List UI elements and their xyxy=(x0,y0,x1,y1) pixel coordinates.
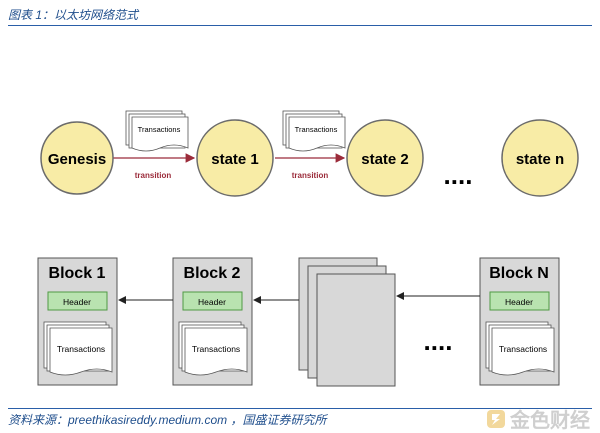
block-n-transactions-label: Transactions xyxy=(499,344,547,354)
block-2: Block 2 Header Transactions xyxy=(172,257,253,386)
block-n-header-label: Header xyxy=(505,297,533,307)
state-node-genesis: Genesis xyxy=(40,121,114,195)
state-label-1: state 1 xyxy=(211,151,259,168)
transactions-label-2: Transactions xyxy=(295,125,338,134)
block-1-transactions-label: Transactions xyxy=(57,344,105,354)
transactions-stack-2: Transactions xyxy=(282,110,346,152)
block-2-header xyxy=(182,291,243,311)
watermark-logo-icon xyxy=(487,409,505,428)
block-1: Block 1 Header Transactions xyxy=(37,257,118,386)
intermediate-blocks-stack xyxy=(298,257,396,387)
block-1-header xyxy=(47,291,108,311)
state-label-2: state 2 xyxy=(361,151,409,168)
block-ellipsis: .... xyxy=(424,326,453,356)
figure-caption: 图表 1：以太坊网络范式 xyxy=(8,8,139,22)
state-ellipsis: .... xyxy=(444,160,473,190)
watermark: 金色财经 xyxy=(486,404,590,433)
bottom-rule xyxy=(8,408,592,409)
watermark-text: 金色财经 xyxy=(510,410,590,432)
state-label-n: state n xyxy=(516,151,564,168)
transition-label-1: transition xyxy=(135,171,172,180)
block-n-header xyxy=(489,291,550,311)
block-2-transactions-label: Transactions xyxy=(192,344,240,354)
block-1-header-label: Header xyxy=(63,297,91,307)
block-1-title: Block 1 xyxy=(49,265,106,282)
state-node-n: state n xyxy=(501,119,579,197)
block-n: Block N Header Transactions xyxy=(479,257,560,386)
block-2-transactions: Transactions xyxy=(178,321,248,376)
state-node-1: state 1 xyxy=(196,119,274,197)
transition-label-2: transition xyxy=(292,171,329,180)
block-n-title: Block N xyxy=(489,265,549,282)
top-rule xyxy=(8,25,592,26)
block-1-transactions: Transactions xyxy=(43,321,113,376)
state-label-genesis: Genesis xyxy=(48,151,106,168)
source-note: 资料来源：preethikasireddy.medium.com ，国盛证券研究… xyxy=(8,413,327,427)
block-2-title: Block 2 xyxy=(184,265,241,282)
transactions-label-1: Transactions xyxy=(138,125,181,134)
block-n-transactions: Transactions xyxy=(485,321,555,376)
transactions-stack-1: Transactions xyxy=(125,110,189,152)
block-2-header-label: Header xyxy=(198,297,226,307)
state-node-2: state 2 xyxy=(346,119,424,197)
